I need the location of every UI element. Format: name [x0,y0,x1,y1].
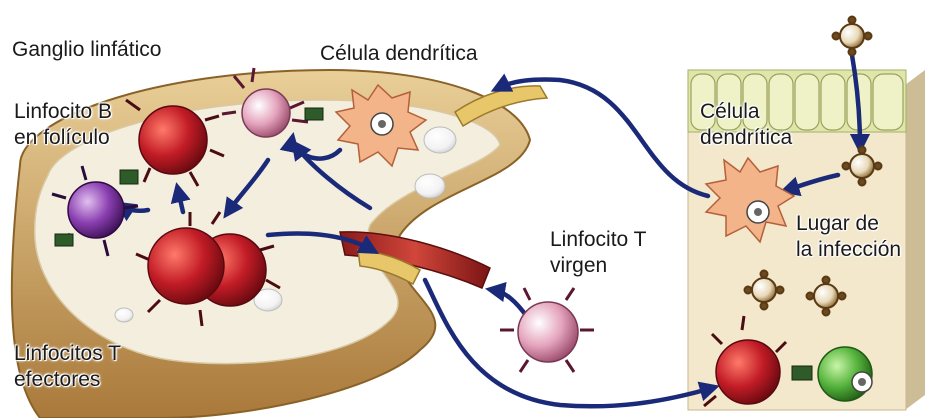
follicle [424,127,456,153]
label-naive-t-line1: Linfocito T [550,228,647,252]
label-effector-t-line2: efectores [14,368,100,392]
infected-cell [818,347,872,401]
follicle [115,308,133,322]
label-dendritic-cell-tissue-line2: dendrítica [700,126,792,150]
label-b-cell-line1: Linfocito B [14,100,112,124]
label-infection-site-line1: Lugar de [796,212,879,236]
label-naive-t-line2: virgen [550,254,607,278]
follicle [415,174,445,198]
label-dendritic-cell-node: Célula dendrítica [320,42,478,66]
arrow-naive-to-vessel [493,290,528,318]
label-infection-site-line2: la infección [796,238,901,262]
virus-particle [833,17,872,56]
label-effector-t-line1: Linfocitos T [14,342,121,366]
label-dendritic-cell-tissue-line1: Célula [700,100,760,124]
tissue-side [905,70,925,410]
label-lymph-node: Ganglio linfático [12,38,161,62]
label-b-cell-line2: en folículo [14,126,110,150]
